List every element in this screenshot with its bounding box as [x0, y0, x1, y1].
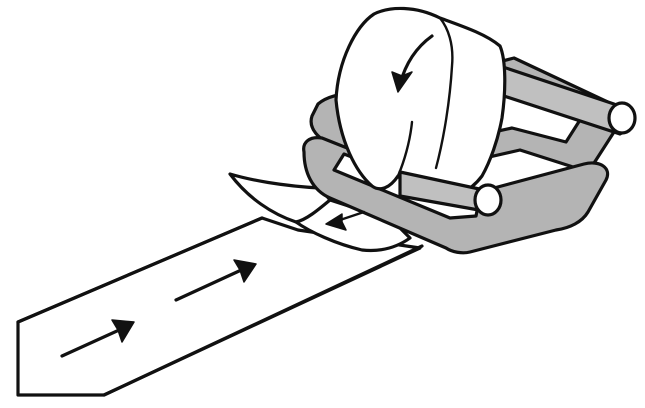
strap-loop	[336, 8, 505, 198]
buckle-bar-back	[500, 66, 635, 134]
buckle-bar-back-cap	[609, 103, 635, 133]
buckle-bar-back-body	[500, 66, 627, 134]
strap-loop-body	[336, 8, 505, 198]
buckle-bar-front-cap	[475, 185, 501, 215]
